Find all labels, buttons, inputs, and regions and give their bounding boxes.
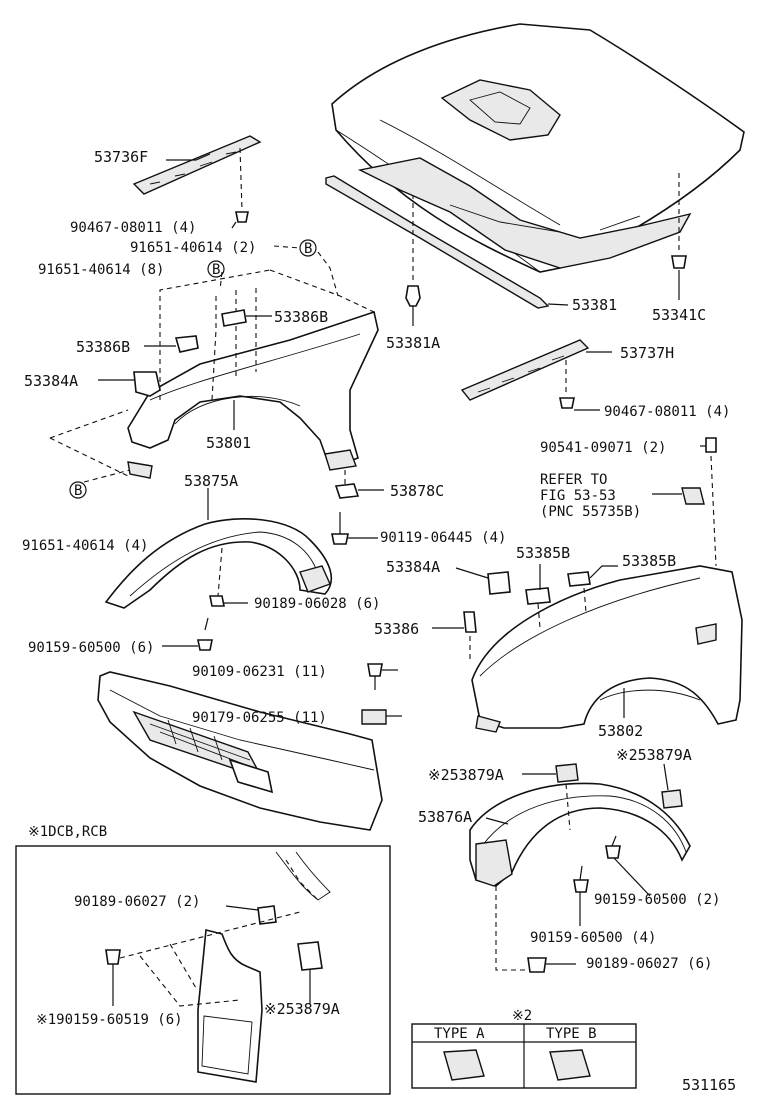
left-fender-53801 <box>49 251 379 479</box>
clip-53879A-right <box>661 763 683 809</box>
label-53801: 53801 <box>206 434 251 452</box>
ref-marker-b-top <box>299 239 317 257</box>
label-53878C: 53878C <box>390 482 444 500</box>
refer-line-3: (PNC 55735B) <box>540 504 641 520</box>
seal-53386 <box>432 611 477 660</box>
bracket-53385B-right <box>567 565 618 613</box>
cushion-53384A-right <box>455 567 511 595</box>
screw-90119-06445 <box>331 512 378 545</box>
label-90541-09071: 90541-09071 (2) <box>540 440 666 456</box>
label-90467-08011-left: 90467-08011 (4) <box>70 220 196 236</box>
label-53879A-bottom: ※253879A <box>264 1000 340 1018</box>
note-type-table: ※2 <box>512 1008 532 1024</box>
label-53875A: 53875A <box>184 472 238 490</box>
nut-90189-06027-6 <box>495 886 576 973</box>
label-53385B-right: 53385B <box>622 552 676 570</box>
label-91651-40614-8: 91651-40614 (8) <box>38 262 164 278</box>
hood-panel <box>331 23 745 273</box>
bracket-53386B-left <box>144 335 199 353</box>
refer-line-1: REFER TO <box>540 472 607 488</box>
fender-moulding-53736F <box>132 135 262 229</box>
nut-90179-06255 <box>361 709 402 725</box>
label-53879A-middle: ※253879A <box>428 766 504 784</box>
inner-fender-liner-53875A <box>104 488 333 609</box>
label-90467-08011-right: 90467-08011 (4) <box>604 404 730 420</box>
type-a-header: TYPE A <box>434 1026 485 1042</box>
label-90159-60500-4: 90159-60500 (4) <box>530 930 656 946</box>
mud-guard-option-box <box>15 845 391 1095</box>
label-90189-06027-6: 90189-06027 (6) <box>586 956 712 972</box>
label-53802: 53802 <box>598 722 643 740</box>
ref-b-mid-letter: B <box>212 262 220 278</box>
fender-moulding-53737H <box>460 339 612 411</box>
screw-90159-60500-6 <box>162 617 213 651</box>
hood-clip-53341C <box>671 172 687 300</box>
label-90179-06255: 90179-06255 (11) <box>192 710 327 726</box>
label-53381A: 53381A <box>386 334 440 352</box>
hood-bumper-clip-53381A <box>405 195 421 326</box>
screw-90189-06028 <box>209 595 248 607</box>
type-b-header: TYPE B <box>546 1026 597 1042</box>
label-53381: 53381 <box>572 296 617 314</box>
label-91651-40614-4: 91651-40614 (4) <box>22 538 148 554</box>
ref-b-top-letter: B <box>304 241 312 257</box>
label-90189-06027-2: 90189-06027 (2) <box>74 894 200 910</box>
figure-number: 531165 <box>682 1076 736 1094</box>
label-53341C: 53341C <box>652 306 706 324</box>
label-90109-06231: 90109-06231 (11) <box>192 664 327 680</box>
label-53736F: 53736F <box>94 148 148 166</box>
label-90159-60500-2: 90159-60500 (2) <box>594 892 720 908</box>
ref-marker-b-low <box>69 481 87 499</box>
label-53386B-left: 53386B <box>76 338 130 356</box>
screw-90159-60500-4 <box>573 865 589 926</box>
label-91651-40614-2: 91651-40614 (2) <box>130 240 256 256</box>
clip-type-table <box>411 1023 637 1089</box>
label-53386: 53386 <box>374 620 419 638</box>
cushion-53384A-left <box>98 371 161 397</box>
label-53386B-right: 53386B <box>274 308 328 326</box>
label-90119-06445: 90119-06445 (4) <box>380 530 506 546</box>
label-53384A-left: 53384A <box>24 372 78 390</box>
refer-line-2: FIG 53-53 <box>540 488 616 504</box>
screw-90159-60500-2 <box>605 835 651 897</box>
reference-part-55735B <box>652 487 705 505</box>
label-53385B-upper: 53385B <box>516 544 570 562</box>
clip-53879A-middle <box>522 763 579 831</box>
pin-90541-09071 <box>700 437 717 567</box>
clip-53878C <box>334 470 384 499</box>
label-90159-60519: ※190159-60519 (6) <box>36 1012 183 1028</box>
label-90159-60500-6: 90159-60500 (6) <box>28 640 154 656</box>
inner-fender-liner-53876A <box>469 782 691 887</box>
bracket-53385B-left <box>525 564 551 629</box>
note-dcb-rcb: ※1DCB,RCB <box>28 824 107 840</box>
front-bumper-spoiler <box>97 671 383 831</box>
bracket-53386B-right <box>221 309 272 327</box>
label-53876A: 53876A <box>418 808 472 826</box>
label-53879A-right: ※253879A <box>616 746 692 764</box>
ref-b-low-letter: B <box>74 483 82 499</box>
ref-marker-b-mid <box>207 260 225 278</box>
label-53737H: 53737H <box>620 344 674 362</box>
screw-90109-06231 <box>367 663 398 690</box>
label-53384A-right: 53384A <box>386 558 440 576</box>
hood-seal-strip <box>325 175 569 309</box>
label-90189-06028: 90189-06028 (6) <box>254 596 380 612</box>
right-fender-53802 <box>471 565 743 733</box>
